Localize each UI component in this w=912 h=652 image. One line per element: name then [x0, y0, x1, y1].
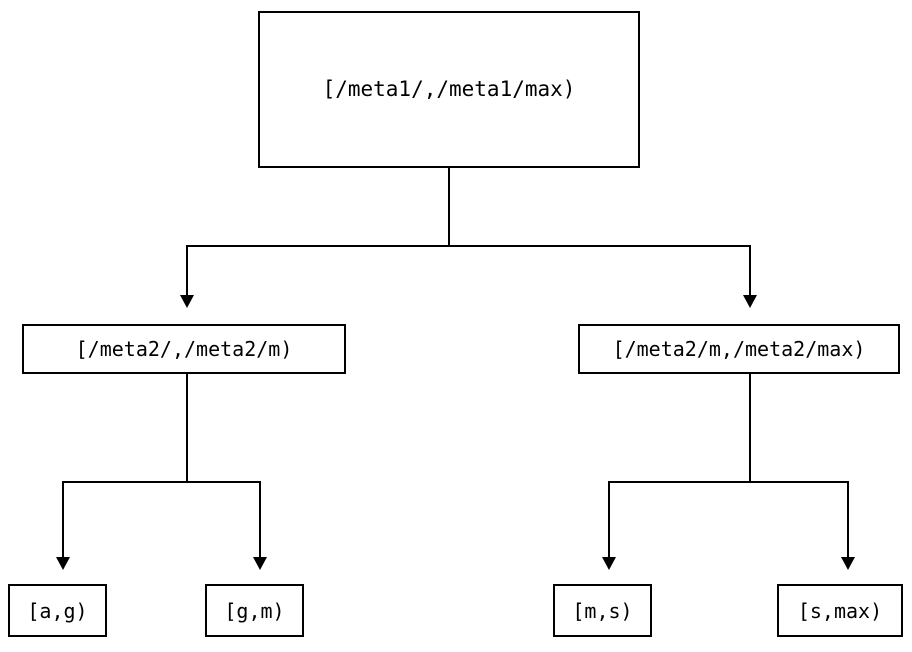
arrowhead-meta2-low-to-leaf-ag	[56, 557, 70, 570]
tree-node-root-label: [/meta1/,/meta1/max)	[322, 77, 576, 101]
edge-root-to-meta2-low-drop	[186, 245, 188, 295]
tree-node-leaf-ag-label: [a,g)	[27, 598, 88, 623]
tree-node-leaf-ms-label: [m,s)	[572, 598, 633, 623]
arrowhead-meta2-low-to-leaf-gm	[253, 557, 267, 570]
arrowhead-root-to-meta2-low	[180, 295, 194, 308]
tree-node-meta2-high[interactable]: [/meta2/m,/meta2/max)	[578, 324, 900, 374]
edge-meta2-low-to-leaf-gm-drop	[259, 481, 261, 557]
arrowhead-root-to-meta2-high	[743, 295, 757, 308]
tree-node-leaf-ms[interactable]: [m,s)	[553, 584, 652, 637]
tree-node-meta2-high-label: [/meta2/m,/meta2/max)	[612, 337, 866, 361]
arrowhead-meta2-high-to-leaf-ms	[602, 557, 616, 570]
tree-node-meta2-low-label: [/meta2/,/meta2/m)	[75, 337, 293, 361]
tree-node-leaf-ag[interactable]: [a,g)	[8, 584, 107, 637]
edge-meta2-high-to-leaf-smax-drop	[847, 481, 849, 557]
edge-meta2-low-to-leaf-ag-drop	[62, 481, 64, 557]
edge-root-crossbar	[186, 245, 750, 247]
edge-meta2-low-stem	[186, 374, 188, 483]
tree-node-leaf-smax-label: [s,max)	[797, 598, 883, 623]
tree-node-meta2-low[interactable]: [/meta2/,/meta2/m)	[22, 324, 346, 374]
edge-root-stem	[448, 168, 450, 247]
edge-meta2-high-to-leaf-ms-drop	[608, 481, 610, 557]
tree-node-leaf-gm-label: [g,m)	[224, 598, 285, 623]
edge-meta2-high-stem	[749, 374, 751, 483]
edge-meta2-high-crossbar	[608, 481, 849, 483]
tree-node-leaf-gm[interactable]: [g,m)	[205, 584, 304, 637]
tree-node-root[interactable]: [/meta1/,/meta1/max)	[258, 11, 640, 168]
edge-meta2-low-crossbar	[62, 481, 261, 483]
edge-root-to-meta2-high-drop	[749, 245, 751, 295]
tree-node-leaf-smax[interactable]: [s,max)	[777, 584, 903, 637]
arrowhead-meta2-high-to-leaf-smax	[841, 557, 855, 570]
